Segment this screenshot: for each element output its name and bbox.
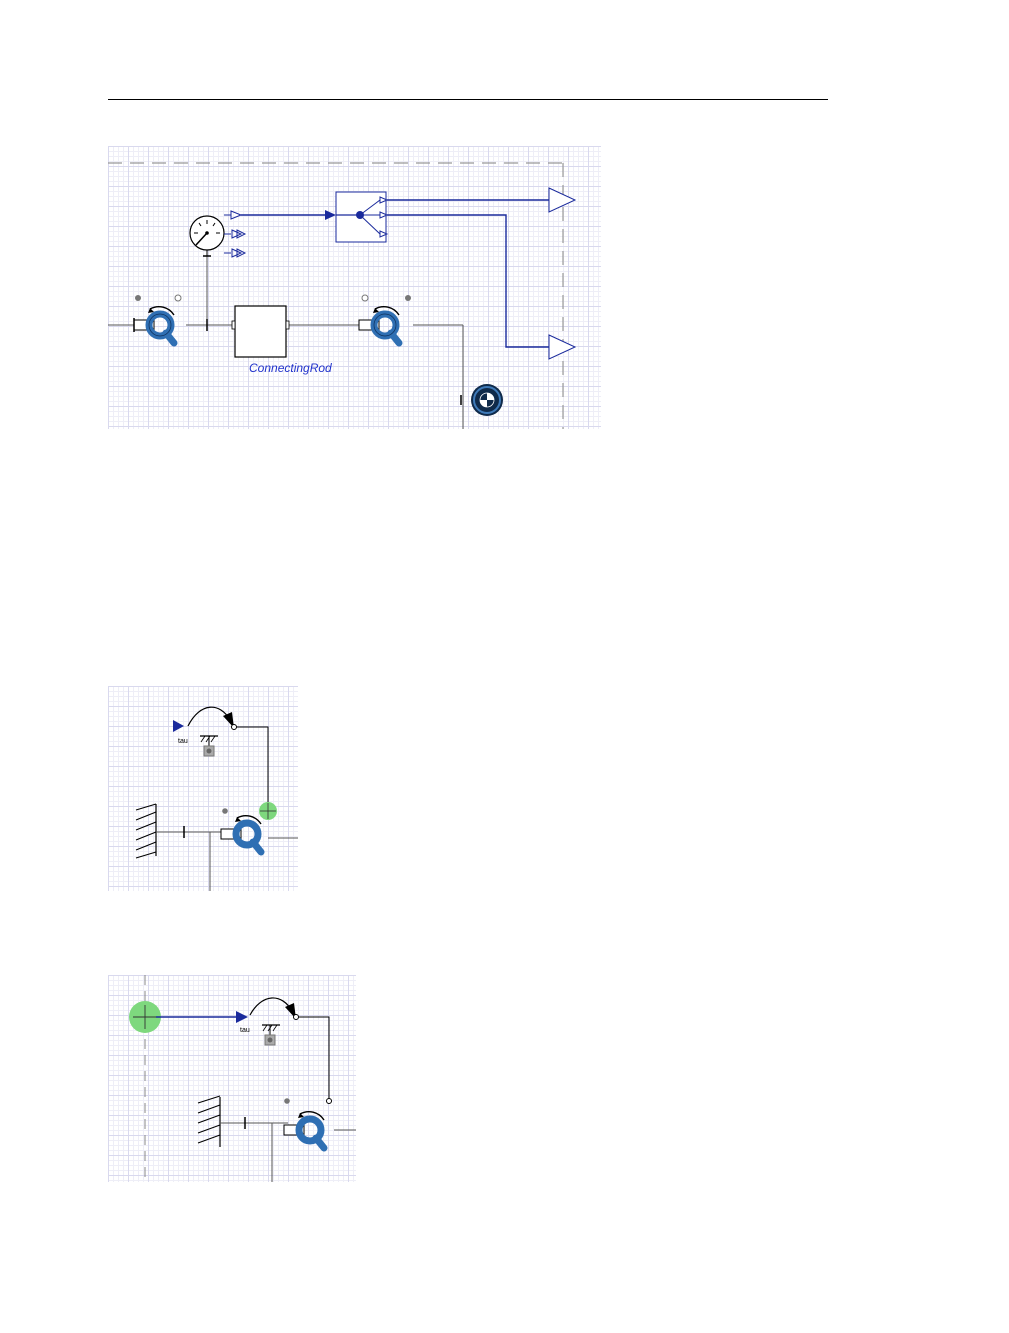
crank-diagram-panel[interactable]: ConnectingRod xyxy=(108,146,601,429)
fixed-wall xyxy=(136,804,156,858)
torque-wire[interactable] xyxy=(298,1017,329,1099)
torque-input-label: tau xyxy=(178,738,188,745)
torque-diagram-panel-a[interactable]: tau xyxy=(108,686,298,891)
signal-bus-box[interactable] xyxy=(336,192,387,242)
revolute-port[interactable] xyxy=(327,1099,332,1104)
support-dot-left-b xyxy=(175,295,181,301)
revolute-joint-left[interactable] xyxy=(134,307,174,343)
support-dot-left-a xyxy=(135,295,141,301)
torque-arc xyxy=(250,998,292,1015)
torque-diagram-panel-b[interactable]: tau xyxy=(108,975,356,1182)
support-dot-right-b xyxy=(405,295,411,301)
support-square-dot xyxy=(268,1038,273,1043)
crank-diagram-canvas: ConnectingRod xyxy=(108,146,601,429)
output-port-top[interactable] xyxy=(549,188,575,212)
revolute-joint[interactable] xyxy=(284,1112,324,1148)
support-dot xyxy=(222,808,228,814)
torque-diagram-canvas-a: tau xyxy=(108,686,298,891)
torque-input-arrow[interactable] xyxy=(236,1011,248,1023)
connecting-rod-block[interactable] xyxy=(232,306,289,357)
sensor-outputs[interactable] xyxy=(224,211,245,257)
torque-input-label: tau xyxy=(240,1027,250,1034)
output-port-bottom[interactable] xyxy=(549,335,575,359)
signal-arrow xyxy=(325,210,336,220)
torque-wire[interactable] xyxy=(236,727,268,804)
support-square-dot xyxy=(207,749,212,754)
torque-diagram-canvas-b: tau xyxy=(108,975,356,1182)
ground-hatch-small xyxy=(201,736,215,742)
mass-body-icon[interactable] xyxy=(471,384,503,416)
torque-flange-port[interactable] xyxy=(232,725,237,730)
page-top-rule xyxy=(108,99,828,100)
revolute-joint-right[interactable] xyxy=(359,307,399,343)
torque-input-arrow[interactable] xyxy=(173,720,184,732)
output-line-bottom[interactable] xyxy=(387,215,549,347)
support-dot xyxy=(284,1098,290,1104)
torque-flange-port[interactable] xyxy=(294,1015,299,1020)
connecting-rod-label: ConnectingRod xyxy=(249,361,332,375)
fixed-wall xyxy=(198,1096,220,1147)
support-dot-right-a xyxy=(362,295,368,301)
revolute-joint[interactable] xyxy=(221,816,261,852)
